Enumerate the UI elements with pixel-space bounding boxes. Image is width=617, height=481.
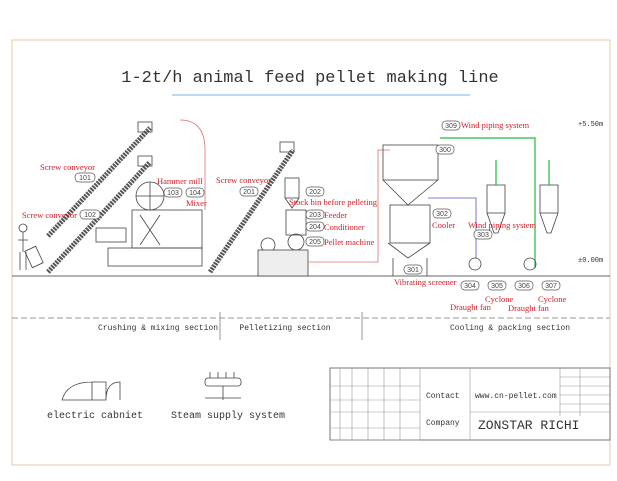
company-label: Company (426, 419, 460, 428)
legend-steam-supply: Steam supply system (171, 410, 285, 422)
label-wind-piping-top: Wind piping system (461, 120, 530, 130)
screw-conveyor-201 (207, 141, 296, 274)
svg-text:104: 104 (189, 190, 201, 197)
elevation-ground: ±0.00m (578, 257, 603, 265)
label-pellet-machine: Pellet machine (324, 237, 375, 247)
steam-supply-symbol (204, 372, 242, 400)
label-screw-conveyor-101: Screw conveyor (40, 162, 95, 172)
svg-text:305: 305 (491, 283, 503, 290)
label-draught-fan-2: Draught fan (508, 303, 550, 313)
label-screw-conveyor-102: Screw conveyor (22, 210, 77, 220)
label-cyclone-1: Cyclone (485, 294, 514, 304)
diagram-title: 1-2t/h animal feed pellet making line (121, 69, 498, 88)
svg-text:205: 205 (309, 239, 321, 246)
contact-label: Contact (426, 392, 460, 401)
svg-text:101: 101 (79, 175, 91, 182)
label-cyclone-2: Cyclone (538, 294, 567, 304)
label-wind-piping: Wind piping system (468, 220, 537, 230)
section-cooling-packing: Cooling & packing section (450, 324, 570, 333)
label-stock-bin: Stock bin before pelleting (289, 197, 378, 207)
draught-fan-1 (468, 257, 482, 271)
svg-text:309: 309 (445, 123, 457, 130)
cooler (382, 137, 536, 276)
label-hammer-mill: Hammer mill (157, 176, 203, 186)
cyclone-1 (486, 160, 506, 234)
label-mixer: Mixer (186, 198, 207, 208)
svg-text:304: 304 (464, 283, 476, 290)
title-block: Contact www.cn-pellet.com Company ZONSTA… (329, 367, 611, 441)
svg-text:307: 307 (545, 283, 557, 290)
drawing-border (11, 39, 611, 466)
worker-figure (18, 223, 44, 270)
svg-text:303: 303 (477, 232, 489, 239)
section-bar: Crushing & mixing section Pelletizing se… (12, 312, 610, 340)
svg-text:300: 300 (439, 147, 451, 154)
svg-text:201: 201 (243, 189, 255, 196)
screw-conveyor-101 (46, 121, 153, 238)
label-screw-conveyor-201: Screw conveyor (216, 175, 271, 185)
hammer-mill-mixer (95, 119, 206, 267)
svg-text:204: 204 (309, 224, 321, 231)
svg-text:102: 102 (84, 212, 96, 219)
draught-fan-2 (523, 257, 537, 271)
label-vibrating-screener: Vibrating screener (394, 277, 457, 287)
label-feeder: Feeder (324, 210, 347, 220)
label-cooler: Cooler (432, 220, 455, 230)
label-conditioner: Conditioner (324, 222, 365, 232)
equipment-labels: Screw conveyor 101 Screw conveyor 102 Ha… (22, 120, 603, 313)
company-value: ZONSTAR RICHI (478, 418, 579, 433)
section-crushing-mixing: Crushing & mixing section (98, 324, 218, 333)
svg-text:306: 306 (518, 283, 530, 290)
svg-text:301: 301 (407, 267, 419, 274)
elevation-top: +5.50m (578, 121, 603, 129)
legend-electric-cabinet: electric cabniet (47, 410, 143, 422)
svg-text:203: 203 (309, 212, 321, 219)
svg-text:103: 103 (167, 190, 179, 197)
electric-cabinet-symbol (61, 381, 121, 401)
contact-value: www.cn-pellet.com (475, 392, 557, 401)
svg-text:302: 302 (436, 211, 448, 218)
label-draught-fan-1: Draught fan (450, 302, 492, 312)
pellet-machine-assembly (257, 149, 390, 277)
svg-text:202: 202 (309, 189, 321, 196)
cyclone-2 (539, 160, 559, 234)
section-pelletizing: Pelletizing section (239, 324, 330, 333)
